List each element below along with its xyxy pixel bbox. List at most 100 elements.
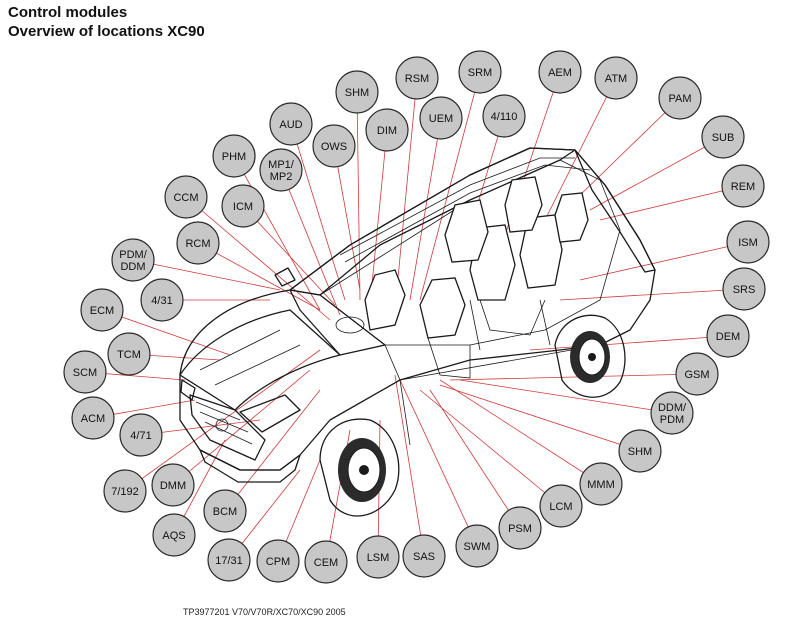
module-label: SHM bbox=[345, 87, 369, 99]
figure-reference: TP3977201 V70/V70R/XC70/XC90 2005 bbox=[183, 607, 346, 617]
module-circle bbox=[203, 489, 247, 533]
module-circle bbox=[212, 134, 256, 178]
leader-line-dmm bbox=[172, 369, 311, 486]
leader-line-dem bbox=[529, 335, 729, 351]
module-label: SRS bbox=[733, 284, 756, 296]
module-circle bbox=[312, 124, 356, 168]
module-circle bbox=[256, 539, 300, 583]
leader-line-ccm bbox=[185, 196, 331, 321]
module-label: SHM bbox=[628, 446, 652, 458]
leader-line-ddm-pdm bbox=[459, 379, 673, 414]
module-mp: MP1/MP2 bbox=[259, 148, 303, 192]
leader-lines bbox=[84, 71, 749, 563]
module-dem: DEM bbox=[706, 314, 750, 358]
leader-line-phm bbox=[233, 155, 321, 311]
module-label: SCM bbox=[73, 367, 97, 379]
leader-line-rsm bbox=[394, 77, 418, 311]
module-label: OWS bbox=[321, 141, 347, 153]
leader-line-gsm bbox=[449, 373, 698, 381]
module-ccm: CCM bbox=[164, 175, 208, 219]
module-lcm: LCM bbox=[539, 484, 583, 528]
module-label: 7/192 bbox=[111, 486, 139, 498]
module-circle bbox=[722, 267, 766, 311]
module-circle bbox=[594, 56, 638, 100]
module-ism: ISM bbox=[726, 220, 770, 264]
module-tcm: TCM bbox=[107, 332, 151, 376]
module-sub: SUB bbox=[701, 115, 745, 159]
module-label: MP1/MP2 bbox=[268, 159, 295, 183]
leader-line-ows bbox=[333, 145, 361, 291]
module-circle bbox=[119, 413, 163, 457]
module-psm: PSM bbox=[498, 506, 542, 550]
module-label: 4/110 bbox=[491, 111, 518, 123]
module-17-31: 17/31 bbox=[207, 538, 251, 582]
module-label: RSM bbox=[405, 73, 429, 85]
module-label: ATM bbox=[605, 73, 627, 85]
module-label: SUB bbox=[712, 132, 735, 144]
module-label: LSM bbox=[367, 552, 390, 564]
module-rcm: RCM bbox=[176, 221, 220, 265]
module-circle bbox=[152, 513, 196, 557]
module-atm: ATM bbox=[594, 56, 638, 100]
module-4-110: 4/110 bbox=[482, 94, 526, 138]
module-circle bbox=[701, 115, 745, 159]
leader-line-mmm bbox=[439, 379, 602, 485]
module-pdm-ddm: PDM/DDM bbox=[111, 238, 155, 282]
module-rem: REM bbox=[721, 164, 765, 208]
module-ddm-pdm: DDM/PDM bbox=[650, 391, 694, 435]
diagram-subtitle: Overview of locations XC90 bbox=[8, 23, 205, 40]
module-circle bbox=[419, 96, 463, 140]
leader-line-ism bbox=[579, 241, 749, 281]
module-circle bbox=[650, 391, 694, 435]
module-circle bbox=[176, 221, 220, 265]
module-circle bbox=[498, 506, 542, 550]
module-label: AQS bbox=[162, 530, 185, 542]
leader-line-ecm bbox=[101, 309, 231, 356]
module-circle bbox=[706, 314, 750, 358]
module-scm: SCM bbox=[63, 350, 107, 394]
leader-line-pdm-ddm bbox=[132, 259, 281, 291]
leader-line-shm-bottom bbox=[439, 384, 641, 452]
module-ows: OWS bbox=[312, 124, 356, 168]
leader-line-pam bbox=[574, 97, 681, 201]
module-circle bbox=[335, 70, 379, 114]
module-circle bbox=[63, 350, 107, 394]
module-circle bbox=[80, 288, 124, 332]
module-circle bbox=[618, 429, 662, 473]
module-label: ISM bbox=[738, 237, 758, 249]
module-pam: PAM bbox=[658, 76, 702, 120]
module-circle bbox=[538, 50, 582, 94]
module-circle bbox=[269, 102, 313, 146]
module-label: GSM bbox=[684, 369, 709, 381]
module-srm: SRM bbox=[458, 50, 502, 94]
module-label: RCM bbox=[185, 238, 210, 250]
module-circle bbox=[103, 469, 147, 513]
leader-line-rem bbox=[599, 185, 744, 221]
module-circle bbox=[164, 175, 208, 219]
module-circle bbox=[356, 535, 400, 579]
module-circle bbox=[402, 534, 446, 578]
module-circle bbox=[259, 148, 303, 192]
module-label: BCM bbox=[213, 506, 237, 518]
leader-line-srs bbox=[559, 288, 745, 301]
leader-line-lcm bbox=[419, 389, 562, 507]
module-7-192: 7/192 bbox=[103, 469, 147, 513]
module-label: CPM bbox=[266, 556, 290, 568]
module-label: SAS bbox=[413, 551, 435, 563]
module-srs: SRS bbox=[722, 267, 766, 311]
module-rsm: RSM bbox=[395, 56, 439, 100]
module-lsm: LSM bbox=[356, 535, 400, 579]
module-label: AUD bbox=[279, 119, 302, 131]
leader-line-rcm bbox=[197, 242, 321, 311]
leader-line-sas bbox=[394, 374, 425, 557]
module-ecm: ECM bbox=[80, 288, 124, 332]
module-label: 17/31 bbox=[215, 555, 243, 567]
module-label: AEM bbox=[548, 67, 572, 79]
module-label: ACM bbox=[81, 413, 105, 425]
module-label: PSM bbox=[508, 523, 532, 535]
module-shm-top: SHM bbox=[335, 70, 379, 114]
module-circle bbox=[721, 164, 765, 208]
module-label: DEM bbox=[716, 331, 740, 343]
leader-line-swm bbox=[399, 379, 478, 547]
